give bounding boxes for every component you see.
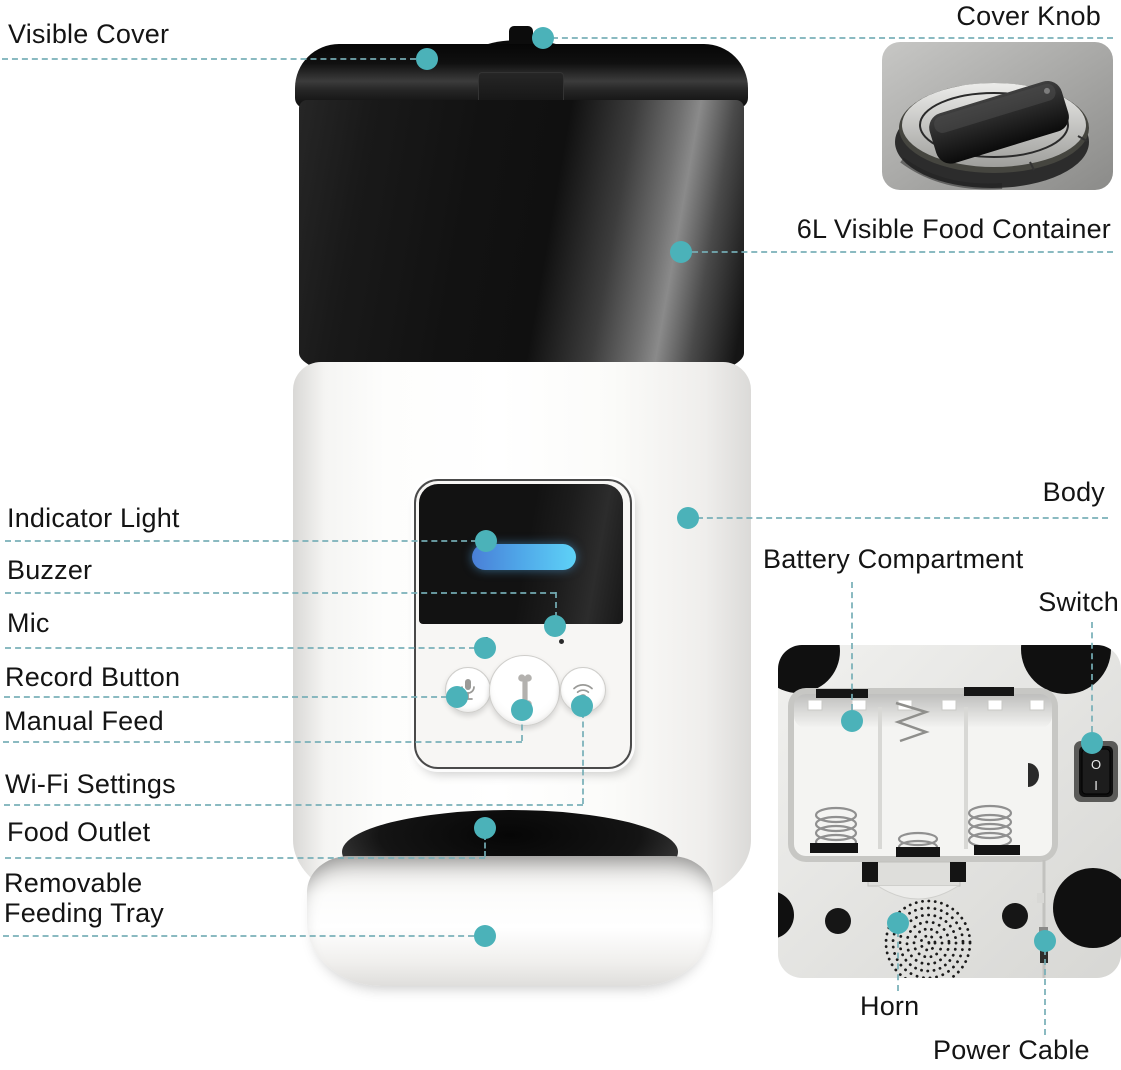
removable-feeding-tray-shape — [307, 856, 713, 986]
battery-compartment-area — [788, 687, 1058, 862]
switch-off-marking: O — [1091, 757, 1101, 772]
marker-cover-knob — [532, 27, 554, 49]
leader-power-cable — [1044, 949, 1046, 1035]
marker-removable-tray — [474, 925, 496, 947]
leader-visible-cover — [2, 58, 416, 60]
marker-mic — [474, 637, 496, 659]
battery-cover-latch — [862, 861, 966, 900]
knob-handle — [929, 80, 1069, 164]
leader-wifi-settings — [4, 804, 583, 806]
label-horn: Horn — [860, 991, 920, 1021]
label-removable-tray: Removable Feeding Tray — [4, 868, 164, 928]
leader-horn — [897, 931, 899, 991]
label-buzzer: Buzzer — [7, 555, 93, 585]
label-manual-feed: Manual Feed — [4, 706, 164, 736]
marker-food-outlet — [474, 817, 496, 839]
label-switch: Switch — [1038, 587, 1119, 617]
leader-food-outlet — [5, 857, 485, 859]
label-mic: Mic — [7, 608, 50, 638]
rubber-foot — [778, 645, 840, 693]
leader-removable-tray — [3, 935, 474, 937]
control-panel — [414, 479, 632, 769]
marker-battery-compartment — [841, 710, 863, 732]
leader-cover-knob — [552, 37, 1113, 39]
marker-wifi-settings — [571, 695, 593, 717]
label-visible-cover: Visible Cover — [8, 19, 170, 49]
leader-battery-compartment — [851, 582, 853, 710]
rubber-foot — [778, 891, 794, 939]
leader-manual-feed — [3, 741, 522, 743]
marker-horn — [887, 912, 909, 934]
power-switch: O I — [1074, 741, 1118, 802]
label-cover-knob: Cover Knob — [956, 1, 1101, 31]
leader-buzzer — [5, 592, 556, 594]
marker-indicator-light — [475, 530, 497, 552]
leader-buzzer-elbow — [555, 592, 557, 618]
marker-food-container — [670, 241, 692, 263]
marker-switch — [1081, 732, 1103, 754]
marker-power-cable — [1034, 930, 1056, 952]
label-wifi-settings: Wi-Fi Settings — [5, 769, 176, 799]
rubber-foot — [1053, 868, 1121, 948]
cover-latch — [478, 72, 564, 104]
label-body: Body — [1042, 477, 1105, 507]
label-food-container: 6L Visible Food Container — [796, 214, 1111, 244]
label-food-outlet: Food Outlet — [7, 817, 151, 847]
cover-knob-inset-image — [882, 42, 1113, 190]
marker-record-button — [446, 686, 468, 708]
label-power-cable: Power Cable — [933, 1035, 1090, 1065]
leader-food-container — [692, 251, 1113, 253]
label-record-button: Record Button — [5, 662, 181, 692]
switch-on-marking: I — [1094, 778, 1098, 793]
leader-record-button — [4, 696, 447, 698]
marker-manual-feed — [511, 699, 533, 721]
leader-food-outlet-elbow — [484, 834, 486, 857]
leader-indicator-light — [5, 540, 477, 542]
leader-wifi-settings-elbow — [582, 712, 584, 804]
marker-buzzer — [544, 615, 566, 637]
speaker-grille-icon — [884, 899, 972, 978]
leader-mic — [5, 647, 475, 649]
buzzer-hole — [559, 639, 564, 644]
bottom-view-inset-image: O I — [778, 645, 1121, 978]
leader-manual-feed-elbow — [521, 714, 523, 741]
battery-spring — [894, 701, 931, 743]
display-screen — [419, 484, 623, 624]
leader-body — [697, 517, 1108, 519]
leader-switch — [1091, 622, 1093, 732]
rubber-foot — [1021, 645, 1111, 694]
label-indicator-light: Indicator Light — [7, 503, 180, 533]
marker-visible-cover — [416, 48, 438, 70]
food-container-shape — [299, 100, 744, 393]
marker-body — [677, 507, 699, 529]
battery-spring — [814, 806, 858, 851]
label-battery-compartment: Battery Compartment — [763, 544, 1024, 574]
